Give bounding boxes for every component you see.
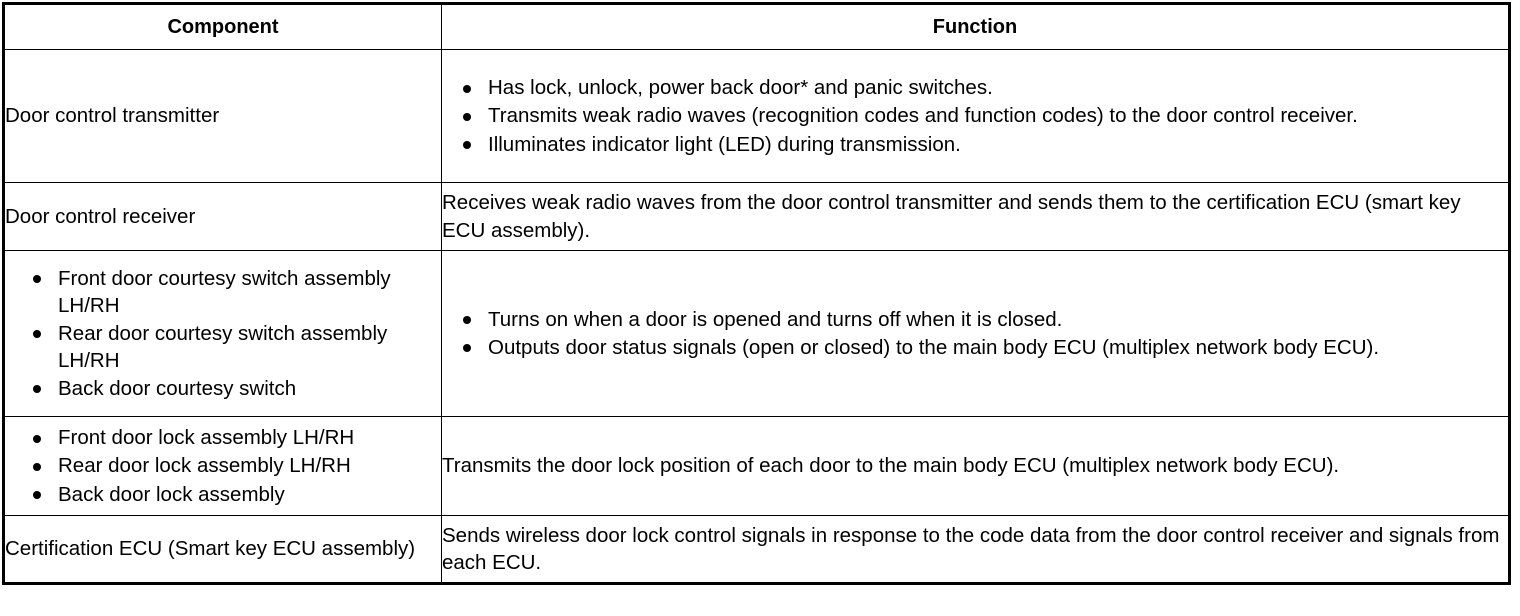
cell-component-door-control-receiver: Door control receiver [3,182,442,251]
table-header: Component Function [3,3,1510,50]
function-text: Transmits the door lock position of each… [442,454,1340,478]
table-row: Door control receiver Receives weak radi… [3,182,1510,251]
component-label: Certification ECU (Smart key ECU assembl… [5,537,416,561]
table-body: Door control transmitter Has lock, unloc… [3,49,1510,584]
cell-function-door-control-receiver: Receives weak radio waves from the door … [441,182,1510,251]
table-row: Certification ECU (Smart key ECU assembl… [3,515,1510,584]
cell-component-door-control-transmitter: Door control transmitter [3,49,442,183]
function-bullet-list: Turns on when a door is opened and turns… [442,306,1508,361]
bullet-item: Front door courtesy switch assembly LH/R… [31,265,441,319]
component-bullet-list: Front door courtesy switch assembly LH/R… [5,265,441,402]
function-text: Receives weak radio waves from the door … [442,191,1461,242]
function-bullet-list: Has lock, unlock, power back door* and p… [442,74,1508,157]
bullet-item: Outputs door status signals (open or clo… [461,334,1508,361]
cell-function-courtesy-switches: Turns on when a door is opened and turns… [441,250,1510,417]
table-row: Front door courtesy switch assembly LH/R… [3,250,1510,417]
table-row: Door control transmitter Has lock, unloc… [3,49,1510,183]
bullet-item: Illuminates indicator light (LED) during… [461,131,1508,158]
cell-component-door-lock-assemblies: Front door lock assembly LH/RH Rear door… [3,416,442,516]
component-function-table: Component Function Door control transmit… [2,2,1511,585]
bullet-item: Has lock, unlock, power back door* and p… [461,74,1508,101]
table-row: Front door lock assembly LH/RH Rear door… [3,416,1510,516]
bullet-item: Transmits weak radio waves (recognition … [461,102,1508,129]
column-header-function: Function [441,3,1510,50]
cell-function-door-control-transmitter: Has lock, unlock, power back door* and p… [441,49,1510,183]
component-label: Door control transmitter [5,104,220,128]
column-header-component: Component [3,3,442,50]
function-text: Sends wireless door lock control signals… [442,523,1500,574]
cell-function-certification-ecu: Sends wireless door lock control signals… [441,515,1510,584]
header-row: Component Function [3,3,1510,50]
bullet-item: Front door lock assembly LH/RH [31,424,441,451]
cell-component-certification-ecu: Certification ECU (Smart key ECU assembl… [3,515,442,584]
bullet-item: Rear door courtesy switch assembly LH/RH [31,320,441,374]
bullet-item: Turns on when a door is opened and turns… [461,306,1508,333]
bullet-item: Back door courtesy switch [31,375,441,402]
component-bullet-list: Front door lock assembly LH/RH Rear door… [5,424,441,507]
bullet-item: Rear door lock assembly LH/RH [31,452,441,479]
bullet-item: Back door lock assembly [31,481,441,508]
cell-component-courtesy-switches: Front door courtesy switch assembly LH/R… [3,250,442,417]
cell-function-door-lock-assemblies: Transmits the door lock position of each… [441,416,1510,516]
component-label: Door control receiver [5,204,196,228]
